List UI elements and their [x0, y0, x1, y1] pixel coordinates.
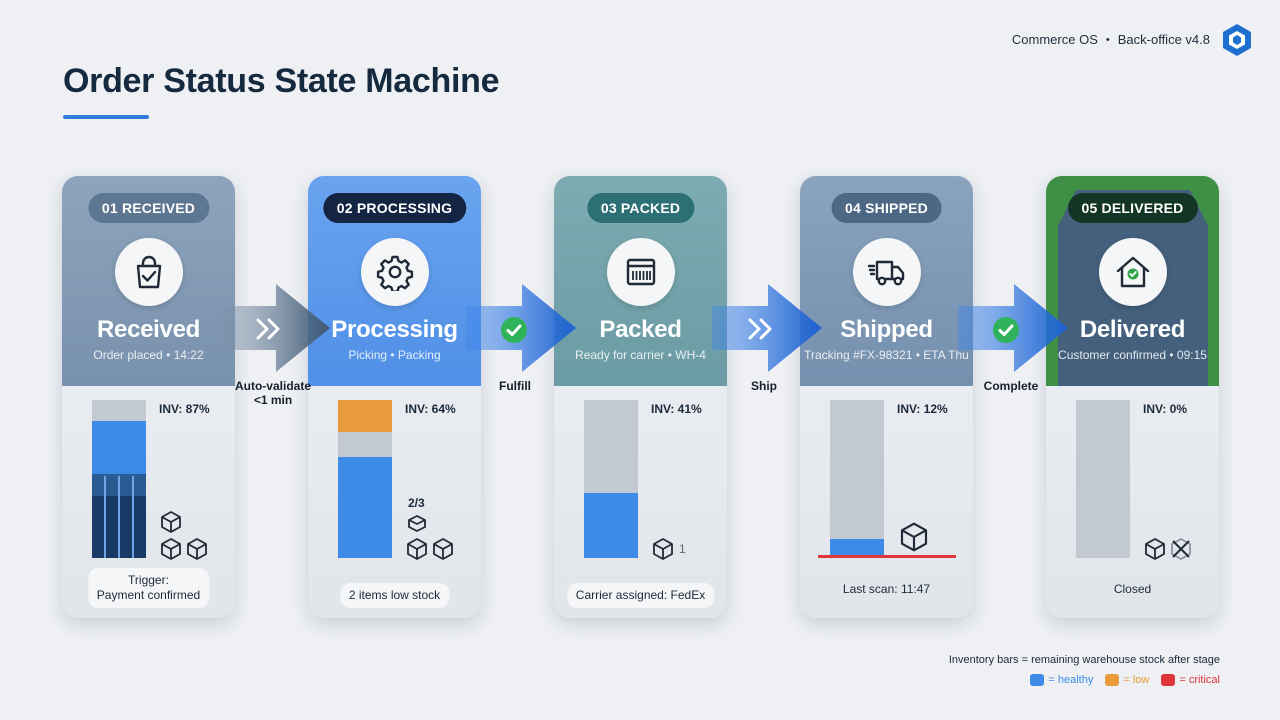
chevrons-right-icon	[256, 318, 280, 340]
trigger-label: Trigger:	[128, 573, 169, 587]
legend-label: = healthy	[1048, 674, 1094, 686]
box-icon	[407, 538, 427, 560]
trigger-note: Trigger: Payment confirmed	[87, 568, 210, 608]
open-box-icon	[408, 515, 426, 532]
legend-swatch	[1105, 674, 1120, 686]
inventory-bar	[584, 400, 638, 558]
trigger-value: Payment confirmed	[96, 588, 201, 602]
separator: •	[1105, 33, 1110, 46]
stage-subtitle: Tracking #FX-98321 • ETA Thu	[804, 348, 969, 362]
stage-name: Received	[97, 316, 200, 343]
stage-name: Processing	[331, 316, 458, 343]
version-label: Back-office v4.8	[1117, 32, 1210, 47]
stage-subtitle: Customer confirmed • 09:15	[1058, 348, 1207, 362]
inventory-bar	[830, 400, 884, 558]
inventory-fill	[830, 539, 884, 558]
box-count: 1	[679, 542, 686, 556]
legend: = healthy = low = critical	[1030, 674, 1220, 686]
stage-card-shipped[interactable]: 04 SHIPPED Shipped Tracking #FX-98321 • …	[800, 176, 973, 618]
stage-badge: 03 PACKED	[586, 193, 695, 223]
stage-body	[1046, 386, 1219, 618]
page-title: Order Status State Machine	[63, 62, 500, 100]
box-icon	[433, 538, 453, 560]
stage-name: Shipped	[840, 316, 933, 343]
picked-count: 2/3	[408, 496, 425, 510]
legend-item-critical: = critical	[1161, 674, 1220, 686]
inventory-fill	[584, 493, 638, 558]
inventory-fill	[338, 456, 392, 558]
stage-card-received[interactable]: 01 RECEIVED Received Order placed • 14:2…	[62, 176, 235, 618]
stage-card-packed[interactable]: 03 PACKED Packed Ready for carrier • WH-…	[554, 176, 727, 618]
stage-body	[308, 386, 481, 618]
chevrons-right-icon	[748, 318, 772, 340]
box-icon	[161, 511, 181, 533]
product-name: Commerce OS	[1011, 32, 1098, 47]
package-barcode-icon	[606, 238, 675, 306]
transition-label-auto-validate: Auto-validate <1 min	[228, 379, 318, 408]
brand-line: Commerce OS • Back-office v4.8	[1012, 32, 1210, 47]
inventory-low-segment	[338, 400, 392, 432]
check-circle-icon	[501, 317, 527, 343]
low-stock-note: 2 items low stock	[339, 583, 450, 608]
stage-subtitle: Order placed • 14:22	[93, 348, 204, 362]
legend-item-low: = low	[1105, 674, 1149, 686]
house-check-icon	[1098, 238, 1167, 306]
box-icon	[900, 522, 928, 552]
legend-swatch	[1030, 674, 1045, 686]
legend-label: = critical	[1179, 674, 1220, 686]
delivery-truck-icon	[852, 238, 921, 306]
inventory-bar	[338, 400, 392, 558]
inventory-label: INV: 0%	[1143, 402, 1188, 416]
inventory-label: INV: 12%	[897, 402, 948, 416]
box-crossed-icon	[1171, 538, 1191, 560]
stage-badge: 05 DELIVERED	[1067, 193, 1198, 223]
legend-item-healthy: = healthy	[1030, 674, 1093, 686]
stage-badge: 01 RECEIVED	[87, 193, 210, 223]
legend-caption: Inventory bars = remaining warehouse sto…	[948, 654, 1220, 666]
legend-label: = low	[1123, 674, 1150, 686]
transition-sublabel: <1 min	[253, 392, 293, 407]
last-scan-note: Last scan: 11:47	[842, 582, 931, 596]
inventory-label: INV: 87%	[159, 402, 210, 416]
carrier-note: Carrier assigned: FedEx	[566, 583, 715, 608]
title-underline	[63, 115, 149, 119]
transition-label-ship: Ship	[751, 379, 777, 393]
transition-label: Auto-validate	[234, 379, 311, 393]
gear-icon	[360, 238, 429, 306]
inventory-label: INV: 64%	[405, 402, 456, 416]
inventory-bar	[1076, 400, 1130, 558]
stage-body	[800, 386, 973, 618]
inventory-bar	[92, 400, 146, 558]
shopping-bag-check-icon	[114, 238, 183, 306]
stage-badge: 04 SHIPPED	[831, 193, 942, 223]
inventory-divider	[104, 476, 106, 558]
transition-label-complete: Complete	[983, 379, 1039, 393]
closed-note: Closed	[1113, 582, 1152, 596]
stage-card-processing[interactable]: 02 PROCESSING Processing Picking • Packi…	[308, 176, 481, 618]
inventory-divider	[118, 476, 120, 558]
stage-card-delivered[interactable]: 05 DELIVERED Delivered Customer confirme…	[1046, 176, 1219, 618]
stage-badge: 02 PROCESSING	[322, 193, 467, 223]
inventory-divider	[132, 476, 134, 558]
check-circle-icon	[993, 317, 1019, 343]
box-icon	[161, 538, 181, 560]
box-icon	[1145, 538, 1165, 560]
stage-name: Delivered	[1079, 316, 1186, 343]
stage-subtitle: Picking • Packing	[348, 348, 441, 362]
box-icon	[187, 538, 207, 560]
stage-subtitle: Ready for carrier • WH-4	[575, 348, 706, 362]
inventory-label: INV: 41%	[651, 402, 702, 416]
stage-name: Packed	[599, 316, 682, 343]
box-icon	[653, 538, 673, 560]
legend-swatch	[1161, 674, 1176, 686]
stage-body	[554, 386, 727, 618]
cube-logo-icon	[1223, 24, 1251, 56]
critical-threshold-line	[818, 555, 956, 558]
transition-label-fulfill: Fulfill	[499, 379, 531, 393]
